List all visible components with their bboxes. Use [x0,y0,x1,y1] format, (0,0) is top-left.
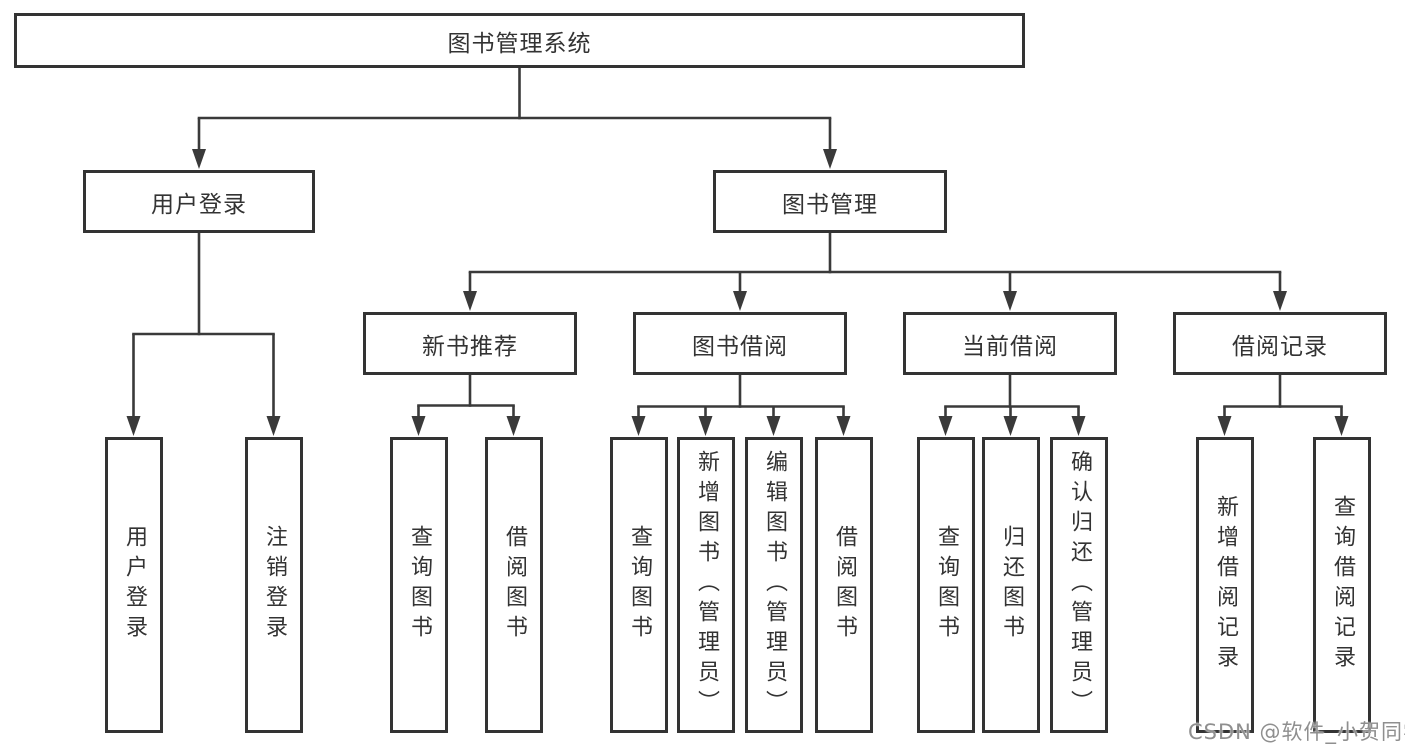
node-root-label: 图书管理系统 [447,30,592,57]
leaf-record-add-borrow-record: 新增借阅记录 [1196,437,1254,733]
node-borrow-record-label: 借阅记录 [1232,333,1328,360]
leaf-current-confirm-return-admin-label: 确认归还（管理员） [1067,450,1092,720]
node-new-book-recommend-label: 新书推荐 [422,333,518,360]
leaf-logout-label: 注销登录 [262,525,287,645]
leaf-logout: 注销登录 [245,437,303,733]
leaf-borrow-add-books-admin-label: 新增图书（管理员） [694,450,719,720]
leaf-recommend-query-books: 查询图书 [390,437,448,733]
leaf-borrow-edit-books-admin-label: 编辑图书（管理员） [762,450,787,720]
leaf-user-login-label: 用户登录 [122,525,147,645]
leaf-recommend-query-books-label: 查询图书 [407,525,432,645]
leaf-user-login: 用户登录 [105,437,163,733]
leaf-record-query-borrow-record-label: 查询借阅记录 [1330,495,1355,675]
leaf-record-add-borrow-record-label: 新增借阅记录 [1213,495,1238,675]
leaf-borrow-borrow-books-label: 借阅图书 [832,525,857,645]
node-root: 图书管理系统 [14,13,1025,68]
node-current-borrow-label: 当前借阅 [962,333,1058,360]
leaf-borrow-query-books-label: 查询图书 [627,525,652,645]
leaf-current-return-books-label: 归还图书 [999,525,1024,645]
node-new-book-recommend: 新书推荐 [363,312,577,375]
csdn-watermark: CSDN @软件_小贺同学 [1188,720,1405,744]
leaf-current-return-books: 归还图书 [982,437,1040,733]
node-user-login: 用户登录 [83,170,315,233]
leaf-borrow-edit-books-admin: 编辑图书（管理员） [745,437,803,733]
node-book-management: 图书管理 [713,170,947,233]
leaf-borrow-add-books-admin: 新增图书（管理员） [677,437,735,733]
leaf-current-confirm-return-admin: 确认归还（管理员） [1050,437,1108,733]
connector-segments [132,67,1343,418]
leaf-current-query-books: 查询图书 [917,437,975,733]
node-borrow-record: 借阅记录 [1173,312,1387,375]
node-current-borrow: 当前借阅 [903,312,1117,375]
leaf-recommend-borrow-books: 借阅图书 [485,437,543,733]
leaf-recommend-borrow-books-label: 借阅图书 [502,525,527,645]
node-book-borrow: 图书借阅 [633,312,847,375]
arrowheads [126,149,1349,436]
leaf-current-query-books-label: 查询图书 [934,525,959,645]
node-book-management-label: 图书管理 [782,191,878,218]
node-book-borrow-label: 图书借阅 [692,333,788,360]
leaf-borrow-borrow-books: 借阅图书 [815,437,873,733]
node-user-login-label: 用户登录 [151,191,247,218]
leaf-record-query-borrow-record: 查询借阅记录 [1313,437,1371,733]
leaf-borrow-query-books: 查询图书 [610,437,668,733]
